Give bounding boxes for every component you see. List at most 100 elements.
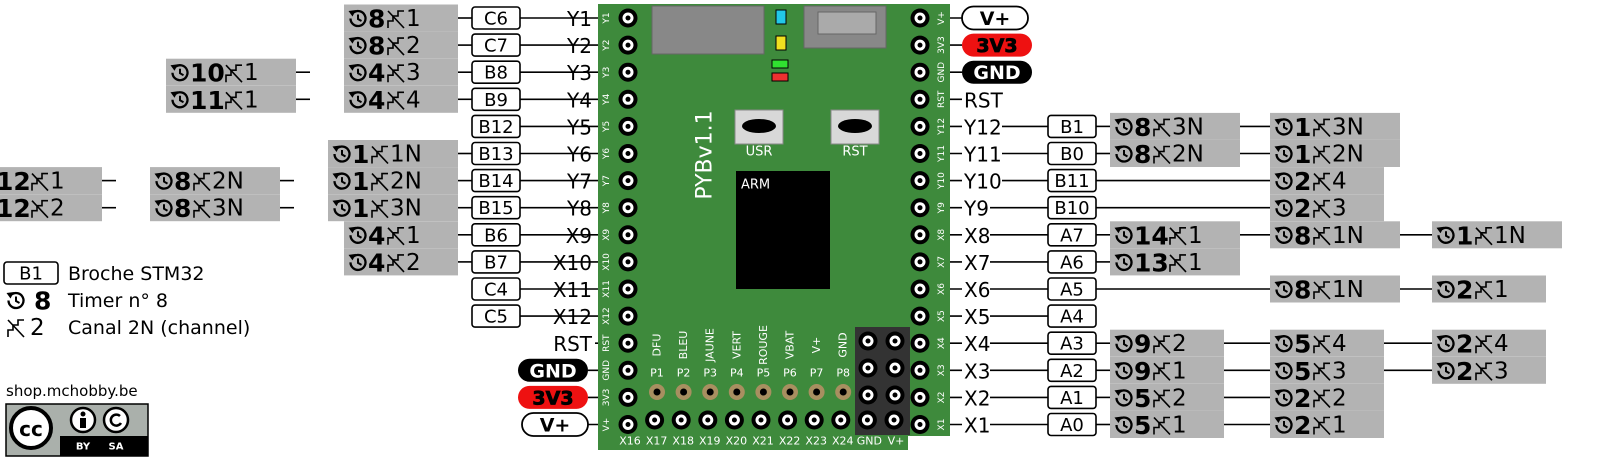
pwm-wave-icon: [1153, 335, 1171, 354]
clock-arrowhead: [1274, 281, 1282, 288]
stm32-pin-frame: [1047, 277, 1097, 301]
silk-label: X6: [937, 283, 947, 295]
pwm-wave-icon: [371, 172, 389, 192]
pin-hole: [625, 340, 631, 346]
arm-chip: [736, 171, 830, 289]
channel-number: 1N: [1332, 277, 1364, 303]
clock-arrow-icon: [1274, 362, 1293, 380]
pin-hole: [917, 123, 923, 129]
timer-number: 4: [368, 86, 385, 115]
timer-number: 2: [1294, 194, 1311, 223]
clock-arrow-icon: [1274, 335, 1293, 353]
timer-number: 8: [368, 5, 385, 34]
pin-hole: [705, 417, 711, 423]
clock-arrow-icon: [1114, 253, 1133, 272]
power-badge: V+: [521, 412, 589, 437]
pwm-wave-icon: [1313, 335, 1331, 354]
channel-number: 2: [1332, 385, 1347, 411]
silk-label: Y3: [602, 67, 612, 79]
pin-hole: [625, 69, 631, 75]
stm32-pin-box: C4: [471, 277, 521, 301]
p-pin-label: P3: [703, 367, 717, 380]
wave-diagonal: [1313, 362, 1331, 381]
stm32-pin-box: B14: [471, 168, 521, 193]
license-label: SA: [109, 442, 124, 453]
pin-hole: [917, 96, 923, 102]
legend-symbol: 8: [34, 287, 51, 316]
stm32-pin-box: B1: [1047, 114, 1097, 139]
pwm-wave-icon: [1313, 199, 1331, 219]
board-pin-label: X1: [964, 414, 990, 438]
pin-hole: [917, 367, 923, 373]
pin-hole: [892, 338, 898, 344]
legend-symbol: 2: [30, 315, 45, 341]
clock-arc: [155, 172, 173, 190]
channel-number: 2: [406, 33, 421, 59]
silk-label: GND: [602, 360, 612, 381]
badge-label: V+: [540, 415, 571, 437]
clock-arrow-icon: [332, 172, 351, 190]
wave-diagonal: [7, 319, 25, 338]
clock-hands: [341, 204, 346, 212]
wave-diagonal: [1153, 118, 1171, 137]
badge-pill: [518, 358, 588, 382]
wave-diagonal: [387, 254, 405, 273]
pwm-wave-icon: [387, 64, 405, 83]
pad-hole: [706, 388, 714, 396]
pwm-wave-icon: [193, 199, 211, 219]
clock-arrow-icon: [1114, 118, 1133, 136]
timer-number: 2: [1456, 330, 1473, 359]
usr-button-label: USR: [746, 145, 773, 160]
timer-number: 4: [368, 248, 385, 277]
pin-hole: [917, 15, 923, 21]
channel-number: 1: [406, 223, 421, 249]
pwm-wave-icon: [1153, 389, 1171, 408]
clock-hands: [357, 231, 362, 239]
timer-number: 12: [0, 194, 31, 223]
timer-number: 9: [1134, 330, 1151, 359]
stm32-pin-frame: [1047, 114, 1097, 139]
wave-diagonal: [387, 227, 405, 246]
pwm-wave-icon: [387, 10, 405, 29]
clock-arc: [349, 64, 367, 82]
function-box-bg: [1270, 194, 1384, 222]
clock-arrow-icon: [154, 172, 173, 190]
pwm-wave-icon: [1475, 362, 1493, 381]
function-box-bg: [344, 58, 458, 86]
board-pin-label: Y1: [566, 7, 592, 31]
stm32-pin-frame: [471, 6, 521, 30]
silk-label: RST: [602, 334, 612, 352]
stm32-pin-label: A6: [1060, 252, 1084, 273]
board-pin-label: Y7: [566, 170, 592, 194]
wave-diagonal: [31, 200, 49, 219]
clock-arrowhead: [1274, 118, 1282, 125]
silk-label: Y9: [937, 202, 947, 214]
stm32-pin-box: C7: [471, 33, 521, 57]
wave-diagonal: [1313, 145, 1331, 165]
clock-hands: [1123, 150, 1128, 158]
clock-hands: [341, 150, 346, 158]
pin-hole: [917, 394, 923, 400]
clock-arc: [1275, 280, 1293, 299]
function-box-bg: [1270, 383, 1384, 411]
wave-diagonal: [387, 10, 405, 29]
function-box-bg: [1110, 411, 1224, 438]
stm32-pin-box: A4: [1047, 304, 1097, 328]
legend-text: Broche STM32: [68, 263, 205, 285]
led-green: [771, 59, 789, 69]
stm32-pin-frame: [1047, 250, 1097, 274]
silk-label: 3V3: [602, 389, 612, 407]
clock-hands: [1445, 285, 1450, 293]
header-label: VERT: [730, 331, 743, 359]
wave-diagonal: [1475, 227, 1493, 246]
